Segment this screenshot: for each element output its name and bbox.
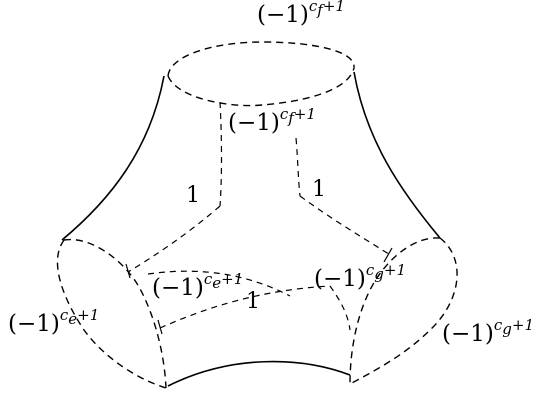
seam-right-diagonal bbox=[299, 195, 393, 257]
seam-left-diagonal bbox=[127, 205, 221, 273]
label-left-inner-sub: e bbox=[212, 274, 221, 292]
tick-inner-bottom bbox=[157, 319, 163, 335]
tick-right-seam bbox=[383, 247, 393, 263]
face-label-bottom: 1 bbox=[246, 289, 260, 314]
top-boundary-circle bbox=[167, 41, 355, 107]
label-left-outer-sub: e bbox=[68, 310, 77, 328]
outer-curve-bottom bbox=[167, 360, 351, 387]
label-left-inner-rest: +1 bbox=[221, 270, 243, 288]
face-label-left: 1 bbox=[186, 183, 200, 208]
outer-curve-left bbox=[61, 75, 165, 241]
label-right-outer-base: (−1) bbox=[442, 321, 494, 347]
label-left-inner-exp: c bbox=[204, 270, 213, 288]
label-left-outer-base: (−1) bbox=[8, 311, 60, 337]
seam-top-right-vertical bbox=[295, 137, 301, 197]
label-left-outer-rest: +1 bbox=[77, 306, 99, 324]
label-top-outer-rest: +1 bbox=[323, 0, 345, 15]
label-top-inner-exp: c bbox=[280, 105, 289, 123]
tick-left-seam bbox=[125, 263, 131, 279]
label-top-outer-sub: f bbox=[316, 1, 325, 19]
top-circle-back bbox=[167, 41, 355, 77]
outer-curve-right bbox=[353, 71, 441, 239]
label-top-inner-sub: f bbox=[287, 109, 296, 127]
right-circle-outer bbox=[349, 237, 458, 385]
label-right-outer: (−1)cg+1 bbox=[442, 316, 534, 347]
face-label-right: 1 bbox=[312, 177, 326, 202]
label-top-inner: (−1)cf+1 bbox=[228, 105, 316, 136]
top-circle-front bbox=[167, 67, 355, 107]
label-right-outer-exp: c bbox=[494, 316, 503, 334]
left-circle-inner bbox=[63, 238, 167, 389]
left-boundary-circle bbox=[56, 238, 167, 389]
seam-inner-top bbox=[147, 270, 291, 297]
label-top-outer-exp: c bbox=[309, 0, 318, 15]
label-right-outer-rest: +1 bbox=[512, 316, 534, 334]
label-top-inner-base: (−1) bbox=[228, 110, 280, 136]
label-top-inner-rest: +1 bbox=[294, 105, 316, 123]
label-right-inner-sub: g bbox=[374, 265, 384, 283]
label-right-outer-sub: g bbox=[502, 320, 512, 338]
label-right-inner-rest: +1 bbox=[384, 261, 406, 279]
label-top-outer-base: (−1) bbox=[257, 2, 309, 28]
label-top-outer: (−1)cf+1 bbox=[257, 0, 345, 28]
label-right-inner-exp: c bbox=[366, 261, 375, 279]
label-left-inner: (−1)ce+1 bbox=[152, 270, 243, 301]
seam-inner-right-down bbox=[329, 285, 351, 331]
label-left-outer-exp: c bbox=[60, 306, 69, 324]
right-boundary-circle bbox=[349, 237, 458, 385]
label-right-inner-base: (−1) bbox=[314, 266, 366, 292]
seam-top-left-vertical bbox=[219, 101, 223, 207]
left-circle-outer bbox=[56, 239, 167, 389]
label-left-outer: (−1)ce+1 bbox=[8, 306, 99, 337]
label-right-inner: (−1)cg+1 bbox=[314, 261, 406, 292]
right-circle-inner bbox=[349, 237, 441, 385]
label-left-inner-base: (−1) bbox=[152, 275, 204, 301]
